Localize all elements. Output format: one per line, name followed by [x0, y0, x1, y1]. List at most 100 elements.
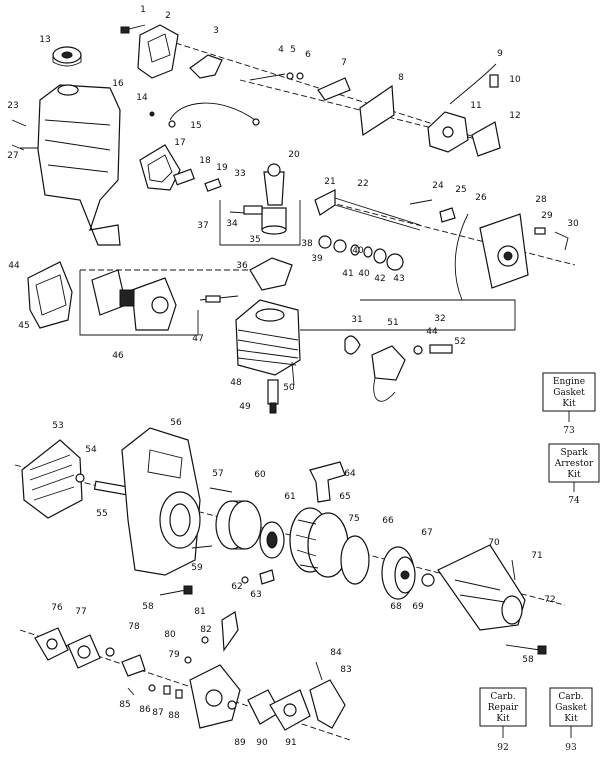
- callout-25: 25: [455, 185, 466, 195]
- callout-26: 26: [475, 193, 487, 203]
- handle-assembly: [120, 24, 501, 157]
- callout-51: 51: [387, 318, 398, 328]
- callout-71: 71: [531, 551, 542, 561]
- callout-47: 47: [192, 334, 203, 344]
- callout-60: 60: [254, 470, 266, 480]
- callout-78: 78: [128, 622, 140, 632]
- kit-line: Kit: [496, 714, 510, 724]
- callout-62: 62: [231, 582, 242, 592]
- callout-75: 75: [348, 514, 359, 524]
- callout-32: 32: [434, 314, 445, 324]
- kit-line: Gasket: [555, 703, 587, 713]
- kit-line: Gasket: [553, 388, 585, 398]
- callout-85: 85: [119, 700, 130, 710]
- callout-34: 34: [226, 219, 238, 229]
- callout-61: 61: [284, 492, 295, 502]
- callout-41: 41: [342, 269, 353, 279]
- callout-13: 13: [39, 35, 50, 45]
- callout-77: 77: [75, 607, 86, 617]
- callout-36: 36: [236, 261, 248, 271]
- callout-33: 33: [234, 169, 245, 179]
- callout-90: 90: [256, 738, 268, 748]
- engine-gasket-kit-box: Engine Gasket Kit 73: [542, 372, 596, 436]
- callout-87: 87: [152, 708, 163, 718]
- kit-line: Kit: [562, 399, 576, 409]
- callout-6: 6: [305, 50, 311, 60]
- starter-assembly: [21, 427, 547, 655]
- callout-72: 72: [544, 595, 555, 605]
- callout-19: 19: [216, 163, 228, 173]
- callout-52: 52: [454, 337, 465, 347]
- callout-67: 67: [421, 528, 432, 538]
- kit-line: Repair: [488, 703, 519, 713]
- callout-35: 35: [249, 235, 260, 245]
- callout-21: 21: [324, 177, 335, 187]
- callout-84: 84: [330, 648, 342, 658]
- callout-28: 28: [535, 195, 547, 205]
- callout-83: 83: [340, 665, 351, 675]
- spark-arrestor-kit-box: Spark Arrestor Kit 74: [548, 443, 600, 506]
- callout-88: 88: [168, 711, 180, 721]
- kit-number: 92: [497, 743, 508, 753]
- callout-37: 37: [197, 221, 208, 231]
- kit-line: Carb.: [558, 692, 583, 702]
- callout-3: 3: [213, 26, 219, 36]
- callout-18: 18: [199, 156, 211, 166]
- callout-38: 38: [301, 239, 313, 249]
- callout-7: 7: [341, 58, 347, 68]
- callout-23: 23: [7, 101, 18, 111]
- callout-66: 66: [382, 516, 394, 526]
- callout-39: 39: [311, 254, 323, 264]
- callout-4: 4: [278, 45, 284, 55]
- kit-line: Engine: [553, 377, 585, 387]
- callout-27: 27: [7, 151, 18, 161]
- callout-8: 8: [398, 73, 404, 83]
- carburetor-assembly: [34, 611, 346, 731]
- callout-91: 91: [285, 738, 296, 748]
- piston-crank-assembly: [199, 163, 421, 414]
- kit-number: 74: [568, 496, 580, 506]
- callout-81: 81: [194, 607, 205, 617]
- kit-line: Spark: [560, 448, 588, 458]
- callout-16: 16: [112, 79, 124, 89]
- callout-9: 9: [497, 49, 503, 59]
- callout-80: 80: [164, 630, 176, 640]
- callout-29: 29: [541, 211, 553, 221]
- callout-58: 58: [522, 655, 534, 665]
- callout-46: 46: [112, 351, 124, 361]
- callout-89: 89: [234, 738, 246, 748]
- callout-17: 17: [174, 138, 185, 148]
- callout-45: 45: [18, 321, 29, 331]
- callout-1: 1: [140, 5, 146, 15]
- kit-line: Kit: [564, 714, 578, 724]
- callout-20: 20: [288, 150, 300, 160]
- kit-line: Carb.: [490, 692, 515, 702]
- kit-number: 73: [563, 426, 575, 436]
- callout-56: 56: [170, 418, 182, 428]
- callout-22: 22: [357, 179, 368, 189]
- callout-40: 40: [352, 246, 364, 256]
- carb-gasket-kit-box: Carb. Gasket Kit 93: [549, 687, 593, 753]
- callout-65: 65: [339, 492, 350, 502]
- callout-30: 30: [567, 219, 579, 229]
- callout-82: 82: [200, 625, 211, 635]
- callout-31: 31: [351, 315, 362, 325]
- callout-57: 57: [212, 469, 223, 479]
- callout-44: 44: [8, 261, 20, 271]
- callout-43: 43: [393, 274, 404, 284]
- callout-10: 10: [509, 75, 521, 85]
- air-filter-assembly: [27, 261, 199, 336]
- kit-line: Arrestor: [554, 459, 594, 469]
- callout-2: 2: [165, 11, 171, 21]
- callout-12: 12: [509, 111, 520, 121]
- fuel-tank-assembly: [11, 46, 260, 246]
- callout-14: 14: [136, 93, 148, 103]
- callout-49: 49: [239, 402, 251, 412]
- callout-64: 64: [344, 469, 356, 479]
- callout-15: 15: [190, 121, 201, 131]
- callout-44: 44: [426, 327, 438, 337]
- callout-5: 5: [290, 45, 296, 55]
- callout-59: 59: [191, 563, 203, 573]
